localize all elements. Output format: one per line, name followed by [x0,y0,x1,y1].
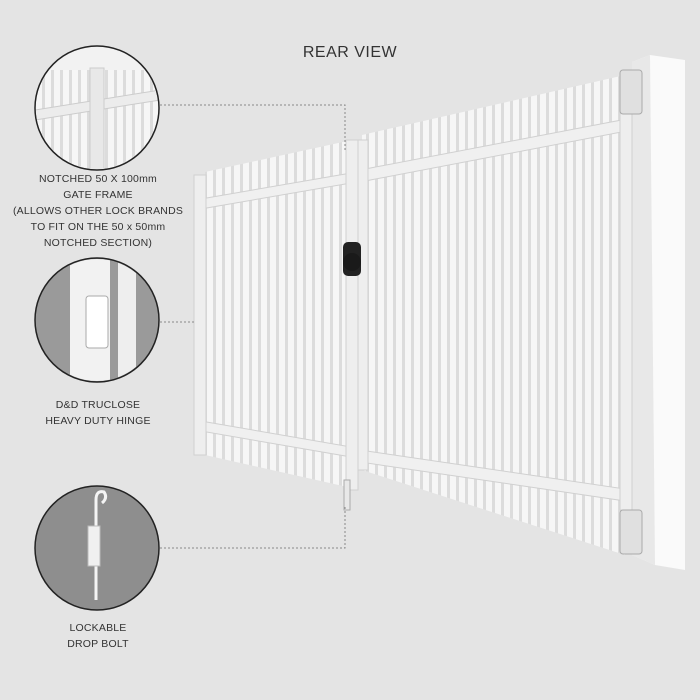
label-line: GATE FRAME [63,189,133,201]
view-title: REAR VIEW [302,44,398,61]
label-line: HEAVY DUTY HINGE [45,415,151,427]
hinge-bottom [619,509,643,555]
label-line: (ALLOWS OTHER LOCK BRANDS [12,205,184,217]
drop-bolt [343,479,351,511]
label-line: TO FIT ON THE 50 x 50mm [30,221,166,233]
label-line: NOTCHED 50 X 100mm [39,173,157,185]
callout-circle-drop-bolt [34,485,160,611]
hinge-top [619,69,643,115]
label-line: NOTCHED SECTION) [43,237,153,249]
label-line: DROP BOLT [67,638,129,650]
callout-label-drop-bolt: LOCKABLE DROP BOLT [0,620,196,652]
callout-circle-frame [34,45,160,171]
label-line: D&D TRUCLOSE [55,399,141,411]
label-line: LOCKABLE [69,622,127,634]
right-gate-leaf [357,75,633,555]
left-gate-leaf [193,139,359,491]
leader-lines [160,104,346,549]
gate-lock [343,242,361,276]
callout-circle-hinge [34,257,160,383]
callout-label-hinge: D&D TRUCLOSE HEAVY DUTY HINGE [0,397,196,429]
callout-label-frame: NOTCHED 50 X 100mm GATE FRAME (ALLOWS OT… [0,171,196,251]
gate-post [632,55,685,570]
